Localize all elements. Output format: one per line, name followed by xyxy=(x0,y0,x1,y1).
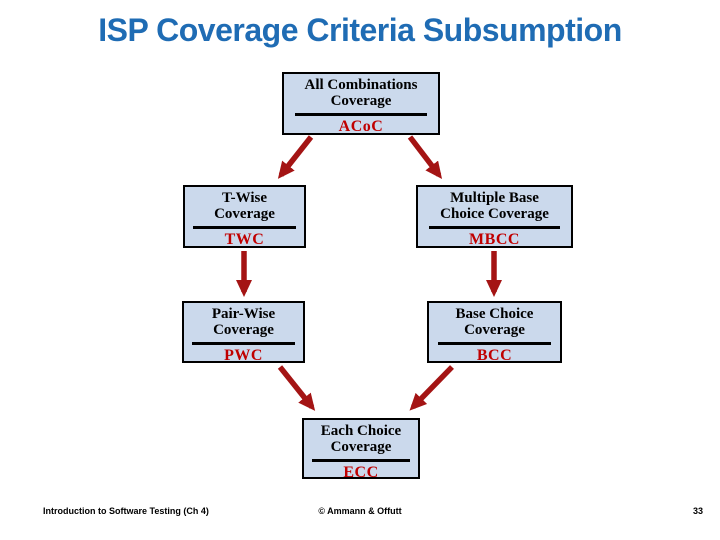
node-each-choice-coverage: Each Choice Coverage ECC xyxy=(302,418,420,481)
node-t-wise-coverage: T-Wise Coverage TWC xyxy=(183,185,306,248)
node-label-line1: All Combinations xyxy=(304,77,418,93)
arrow-acoc-to-mbcc xyxy=(407,135,443,179)
page-title: ISP Coverage Criteria Subsumption xyxy=(98,12,622,48)
node-divider xyxy=(311,459,411,462)
node-label-line1: Base Choice xyxy=(455,306,534,322)
node-divider xyxy=(428,226,561,229)
node-divider xyxy=(192,342,295,345)
node-abbr: ACoC xyxy=(338,117,384,135)
node-label-line2: Coverage xyxy=(330,93,392,109)
node-divider xyxy=(193,226,296,229)
node-abbr: MBCC xyxy=(469,230,520,248)
node-label-line1: Each Choice xyxy=(320,423,402,439)
node-label-line2: Coverage xyxy=(213,322,274,338)
node-pair-wise-coverage: Pair-Wise Coverage PWC xyxy=(182,301,305,364)
footer-course-label: Introduction to Software Testing (Ch 4) xyxy=(43,506,209,516)
node-divider xyxy=(294,113,428,116)
arrow-bcc-to-ecc xyxy=(409,365,454,411)
node-all-combinations-coverage: All Combinations Coverage ACoC xyxy=(282,72,440,135)
node-label-line1: T-Wise xyxy=(221,190,267,206)
arrow-pwc-to-ecc xyxy=(277,365,316,411)
node-abbr: PWC xyxy=(224,346,263,364)
footer-copyright: © Ammann & Offutt xyxy=(318,506,402,516)
footer-page-number: 33 xyxy=(692,506,703,516)
node-multiple-base-choice-coverage: Multiple Base Choice Coverage MBCC xyxy=(416,185,573,248)
node-abbr: ECC xyxy=(343,463,379,481)
node-label-line2: Coverage xyxy=(330,439,392,455)
arrow-acoc-to-twc xyxy=(277,135,314,179)
node-divider xyxy=(438,342,551,345)
node-label-line2: Choice Coverage xyxy=(440,206,549,222)
node-abbr: BCC xyxy=(476,346,513,364)
slide-footer: Introduction to Software Testing (Ch 4) … xyxy=(0,506,720,520)
node-base-choice-coverage: Base Choice Coverage BCC xyxy=(427,301,562,364)
node-label-line2: Coverage xyxy=(464,322,525,338)
node-abbr: TWC xyxy=(224,230,265,248)
node-label-line2: Coverage xyxy=(214,206,275,222)
node-label-line1: Multiple Base xyxy=(450,190,539,206)
node-label-line1: Pair-Wise xyxy=(211,306,276,322)
